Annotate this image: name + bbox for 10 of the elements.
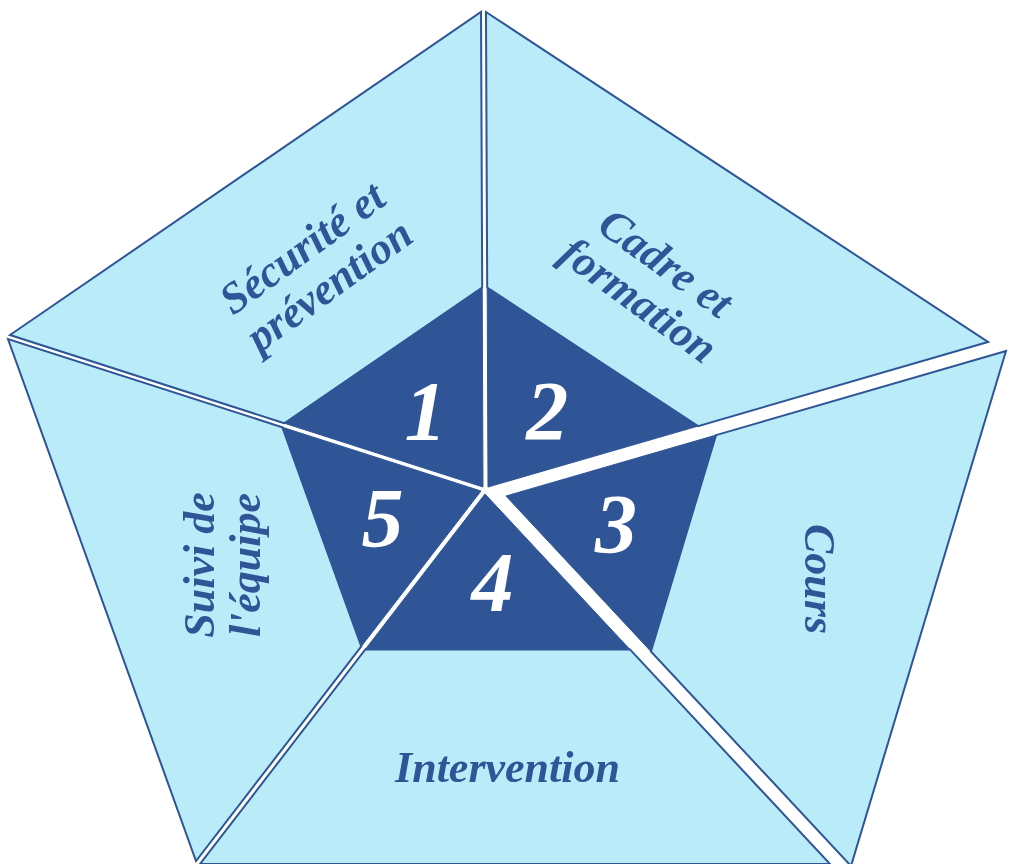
segment-number: 2 (526, 370, 569, 455)
segment-number: 5 (361, 477, 404, 562)
segment-label: Intervention (393, 744, 621, 791)
pentagon-segment (7, 9, 485, 489)
segment-label: Suivi de l'équipe (177, 491, 270, 640)
segment-number: 4 (471, 540, 514, 625)
segment-label: Cours (795, 522, 842, 636)
segment-number: 3 (595, 482, 638, 567)
segment-number: 1 (404, 369, 447, 454)
pentagon-segment (483, 9, 990, 489)
